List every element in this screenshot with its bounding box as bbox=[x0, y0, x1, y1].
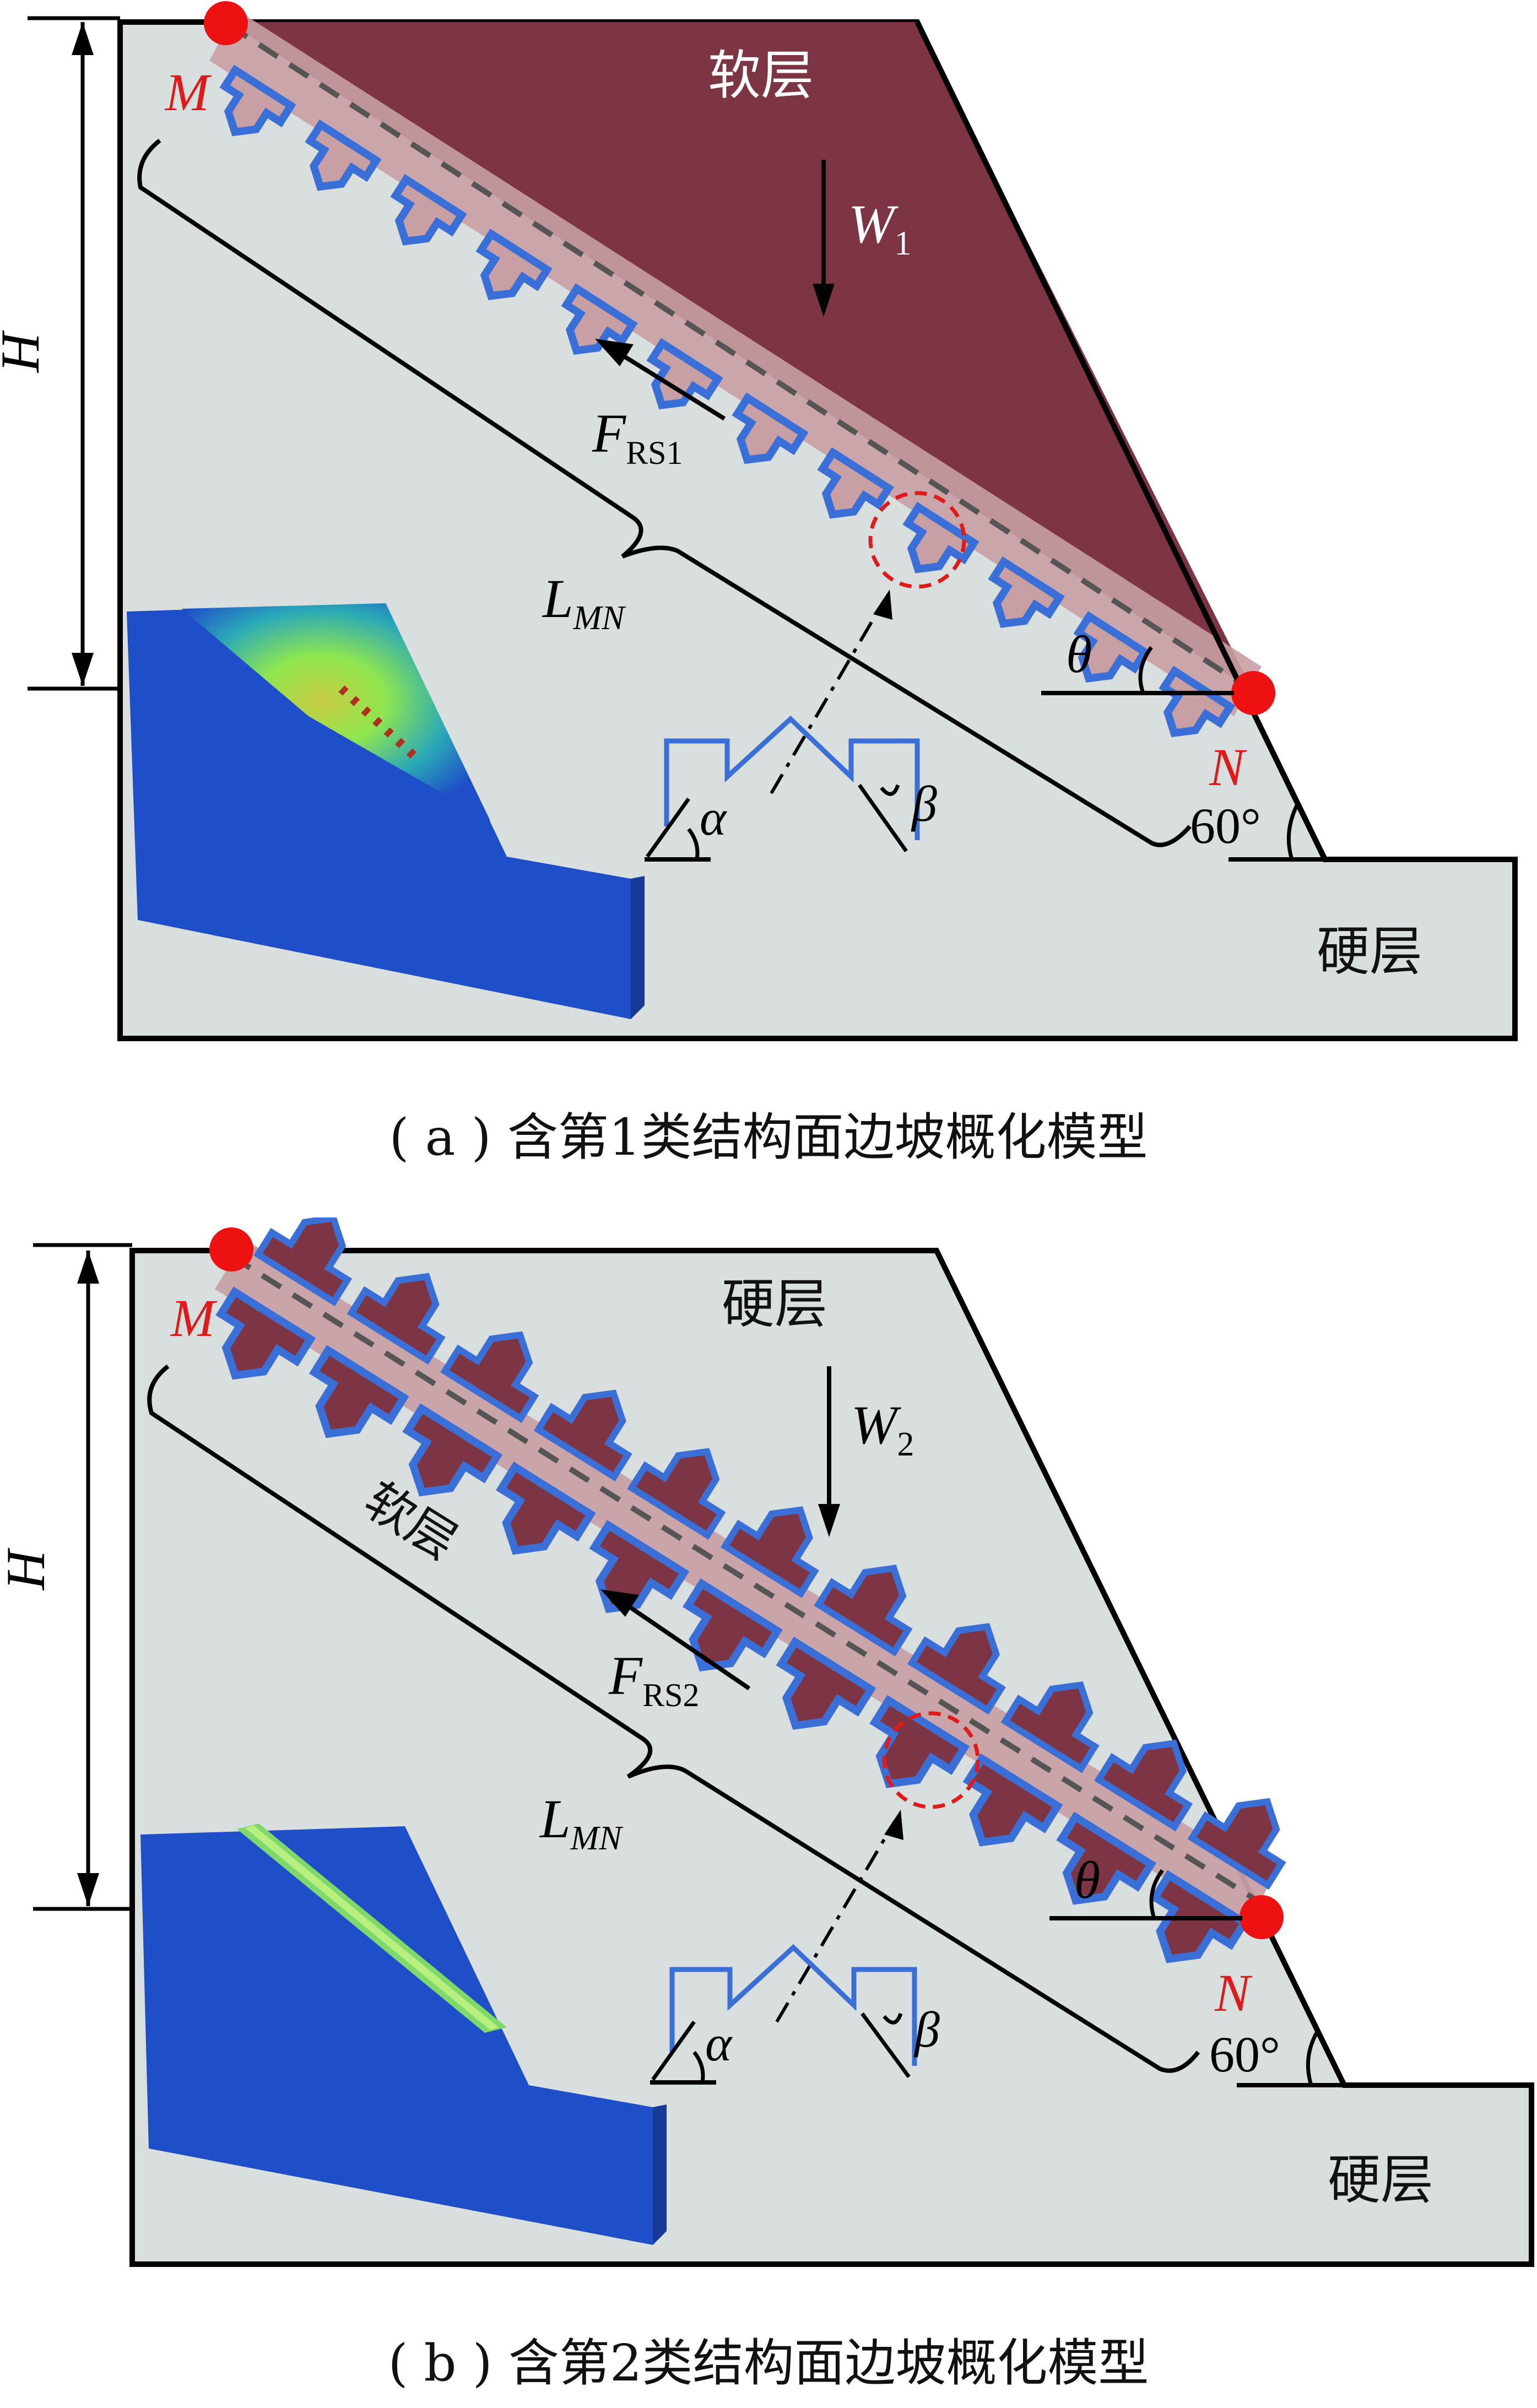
weight-arrow bbox=[818, 1366, 840, 1537]
interface-centerline bbox=[227, 22, 1255, 694]
height-dimension bbox=[33, 1243, 132, 1911]
asperity-tooth bbox=[496, 1462, 596, 1555]
point-n-label: N bbox=[1214, 1963, 1253, 2022]
asperity-tooth bbox=[533, 1389, 632, 1481]
asperity-inset bbox=[650, 1944, 917, 2085]
fem-model-inset bbox=[140, 1823, 667, 2245]
asperity-tooth bbox=[253, 1217, 353, 1307]
asperity-tooth bbox=[402, 1403, 503, 1497]
asperity-tooth bbox=[219, 64, 296, 137]
slope-angle-label: 60° bbox=[1209, 2026, 1280, 2082]
asperity-tooth bbox=[390, 174, 467, 246]
length-bracket bbox=[137, 138, 1192, 847]
resisting-force-arrow bbox=[600, 1589, 751, 1691]
asperity-tooth bbox=[1073, 611, 1150, 683]
point-m-label: M bbox=[170, 1289, 218, 1348]
asperity-tooth bbox=[988, 556, 1065, 628]
height-label: H bbox=[0, 330, 51, 374]
asperity-row bbox=[215, 1217, 1286, 1963]
theta-label: θ bbox=[1074, 1850, 1100, 1909]
slope-angle-label: 60° bbox=[1190, 798, 1261, 854]
length-label: LMN bbox=[539, 1788, 624, 1857]
asperity-tooth bbox=[907, 1623, 1006, 1715]
length-bracket bbox=[147, 1364, 1200, 2073]
interface-centerline bbox=[230, 1253, 1263, 1906]
asperity-tooth bbox=[627, 1448, 726, 1540]
caption-b: ( b ) 含第2类结构面边坡概化模型 bbox=[388, 2334, 1149, 2393]
resisting-force-label: FRS1 bbox=[592, 403, 683, 471]
height-dimension bbox=[28, 16, 120, 691]
asperity-tooth bbox=[720, 1506, 819, 1598]
point-m-marker bbox=[209, 1227, 253, 1271]
asperity-tooth bbox=[215, 1286, 316, 1380]
asperity-tooth bbox=[1056, 1811, 1157, 1905]
caption-a: ( a ) 含第1类结构面边坡概化模型 bbox=[389, 1108, 1148, 1167]
alpha-label: α bbox=[705, 2015, 733, 2071]
beta-label: β bbox=[913, 2001, 940, 2058]
asperity-inset bbox=[645, 715, 920, 862]
point-n-marker bbox=[1231, 671, 1275, 715]
zoom-circle bbox=[882, 1711, 980, 1809]
asperity-tooth bbox=[962, 1753, 1063, 1847]
length-label: LMN bbox=[542, 568, 626, 637]
asperity-tooth bbox=[817, 447, 894, 519]
asperity-tooth bbox=[869, 1695, 970, 1788]
asperity-tooth bbox=[475, 229, 553, 300]
point-m-marker bbox=[204, 1, 248, 45]
weight-label: W2 bbox=[851, 1394, 914, 1463]
layer-bottom-label: 硬层 bbox=[1317, 922, 1422, 981]
beta-label: β bbox=[911, 776, 937, 832]
layer-bottom-label: 硬层 bbox=[1328, 2151, 1433, 2210]
asperity-tooth bbox=[732, 392, 809, 464]
layer-top-label: 硬层 bbox=[722, 1275, 827, 1334]
asperity-tooth bbox=[1187, 1798, 1286, 1890]
weight-label: W1 bbox=[848, 193, 911, 262]
theta-label: θ bbox=[1066, 625, 1092, 684]
asperity-row bbox=[219, 64, 1236, 738]
asperity-tooth bbox=[440, 1331, 539, 1424]
alpha-label: α bbox=[700, 789, 727, 846]
asperity-tooth bbox=[902, 501, 979, 573]
weight-arrow bbox=[813, 160, 835, 317]
panel-a-diagram: H LMN W1 FRS1 软层 硬层 M N θ 60° bbox=[0, 1, 1518, 1041]
asperity-tooth bbox=[347, 1273, 446, 1365]
asperity-tooth bbox=[305, 119, 382, 191]
asperity-tooth bbox=[561, 283, 638, 355]
fem-model-inset bbox=[127, 603, 645, 1019]
asperity-tooth bbox=[776, 1636, 876, 1730]
asperity-tooth bbox=[309, 1345, 409, 1438]
asperity-tooth bbox=[814, 1565, 913, 1657]
point-m-label: M bbox=[164, 63, 212, 122]
asperity-tooth bbox=[646, 338, 723, 410]
zoom-circle bbox=[868, 491, 966, 589]
height-label: H bbox=[0, 1547, 56, 1591]
point-n-label: N bbox=[1209, 738, 1247, 797]
asperity-tooth bbox=[1094, 1739, 1193, 1832]
resisting-force-arrow bbox=[595, 339, 726, 421]
resisting-force-label: FRS2 bbox=[608, 1645, 699, 1713]
layer-top-label: 软层 bbox=[708, 46, 814, 105]
asperity-tooth bbox=[1000, 1681, 1100, 1773]
panel-b-diagram: H LMN 软层 W2 FRS2 硬层 硬层 M N θ 60° α β bbox=[0, 1217, 1534, 2267]
point-n-marker bbox=[1240, 1895, 1284, 1939]
